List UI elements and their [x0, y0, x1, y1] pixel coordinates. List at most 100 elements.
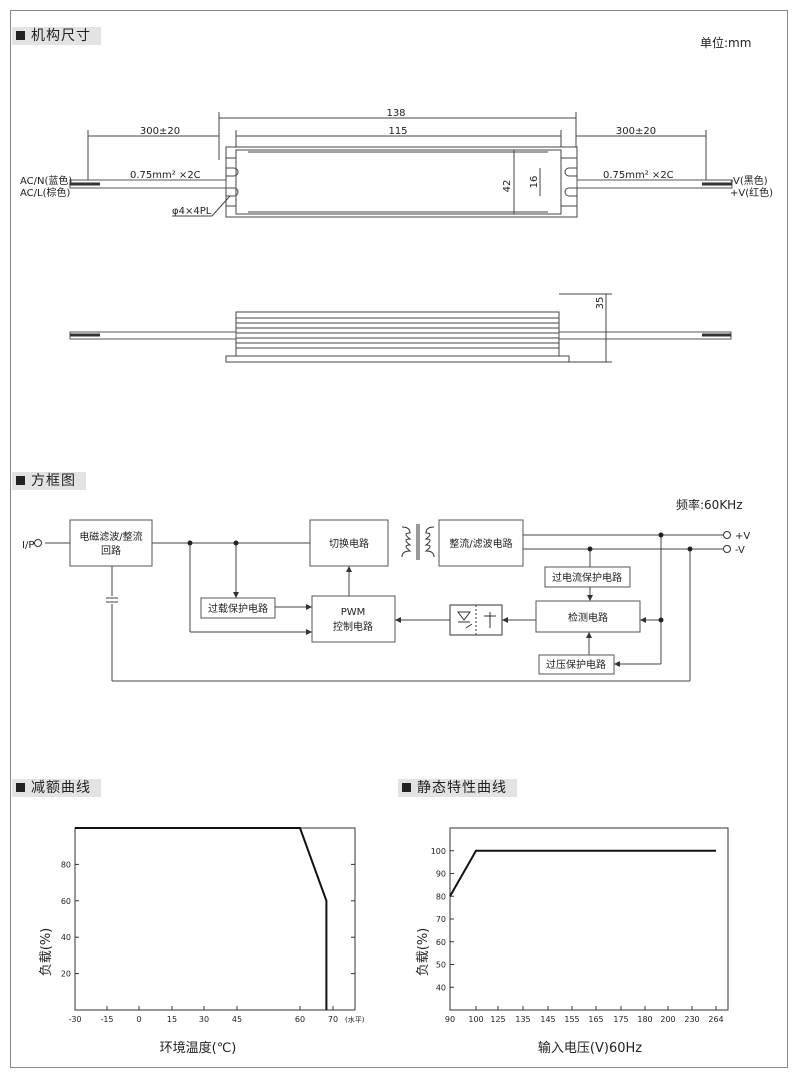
dim-body-length: 115 [388, 126, 407, 137]
x-tick-label: 125 [490, 1015, 505, 1024]
static-plot-area [449, 827, 729, 1011]
label-v-pos: +V(红色) [730, 186, 773, 199]
x-tick-label: 30 [199, 1015, 209, 1024]
x-tick-label: 15 [167, 1015, 177, 1024]
x-tick-label: 0 [136, 1015, 141, 1024]
y-tick-label: 50 [436, 961, 446, 970]
y-tick-label: 40 [61, 933, 71, 942]
input-terminal [34, 539, 42, 547]
x-tick-label: 264 [708, 1015, 723, 1024]
x-tick-label: 175 [613, 1015, 628, 1024]
page-frame [10, 10, 788, 1068]
dim-inner-width: 16 [529, 176, 540, 189]
right-wire-spec: 0.75mm² ×2C [603, 170, 674, 181]
section-header-static: 静态特性曲线 [398, 779, 517, 797]
emi-filter-block [69, 519, 153, 567]
left-wire-spec: 0.75mm² ×2C [130, 170, 201, 181]
dim-right-cable: 300±20 [616, 126, 656, 137]
label-v-neg: -V(黑色) [730, 174, 768, 187]
input-label: I/P [22, 540, 34, 551]
x-tick-label: 60 [295, 1015, 305, 1024]
bullet-square-icon [16, 31, 25, 40]
top-view-cables [69, 179, 733, 189]
x-tick-label: 45 [232, 1015, 242, 1024]
mount-hole-label: φ4×4PL [172, 206, 212, 217]
x-tick-label: 100 [468, 1015, 483, 1024]
derating-line [75, 827, 328, 1010]
pwm-label-1: PWM [341, 607, 366, 618]
section-header-derating: 减额曲线 [12, 779, 101, 797]
x-tick-label: 70 [328, 1015, 338, 1024]
y-tick-label: 80 [61, 860, 71, 869]
x-tick-label: -30 [68, 1015, 81, 1024]
rectifier-block [438, 519, 524, 567]
section-title-block: 方框图 [31, 473, 76, 489]
overload-block [200, 597, 276, 619]
transformer-icon [401, 524, 435, 560]
unit-label: 单位:mm [700, 36, 752, 50]
x-tick-label: 230 [684, 1015, 699, 1024]
switching-block [309, 519, 389, 567]
block-diagram: I/P +V -V 电磁滤波/整流 回路 切换电路 整流/滤波电路 过载保护电路… [22, 519, 750, 682]
overvoltage-block [538, 654, 615, 675]
static-line [449, 849, 716, 897]
vpos-label: +V [735, 531, 750, 542]
y-tick-label: 60 [61, 897, 71, 906]
dim-width: 42 [502, 180, 513, 193]
y-axis-label: 负载(%) [39, 928, 54, 977]
mechanical-drawing: 138 115 300±20 300±20 42 16 0.75mm² ×2C … [20, 108, 773, 363]
section-header-dimensions: 机构尺寸 [12, 27, 101, 45]
pwm-block [311, 595, 396, 643]
y-tick-label: 100 [431, 847, 446, 856]
x-unit-note: (水平) [345, 1015, 365, 1024]
x-tick-label: 180 [637, 1015, 652, 1024]
y-tick-label: 90 [436, 870, 446, 879]
y-tick-label: 70 [436, 915, 446, 924]
detection-block [535, 600, 641, 633]
frequency-label: 频率:60KHz [676, 498, 743, 512]
emi-filter-label-1: 电磁滤波/整流 [79, 530, 142, 543]
top-view-body [225, 146, 578, 218]
x-axis-label: 输入电压(V)60Hz [538, 1040, 642, 1056]
derating-plot-area [74, 827, 356, 1011]
overcurrent-label: 过电流保护电路 [552, 571, 622, 584]
dim-overall-length: 138 [386, 108, 405, 119]
label-ac-n: AC/N(蓝色) [20, 174, 72, 187]
section-header-block-diagram: 方框图 [12, 472, 86, 490]
optocoupler-icon [449, 604, 503, 636]
vneg-label: -V [735, 545, 745, 556]
y-tick-label: 80 [436, 892, 446, 901]
overload-label: 过载保护电路 [208, 602, 268, 615]
x-tick-label: 90 [445, 1015, 455, 1024]
section-title-derating: 减额曲线 [31, 780, 91, 796]
label-ac-l: AC/L(棕色) [20, 186, 70, 199]
bullet-square-icon [16, 476, 25, 485]
pwm-label-2: 控制电路 [333, 620, 373, 633]
section-title-dimensions: 机构尺寸 [31, 28, 91, 44]
vpos-terminal [723, 531, 731, 539]
x-tick-label: 200 [660, 1015, 675, 1024]
block-wires [45, 534, 723, 682]
y-tick-label: 40 [436, 983, 446, 992]
section-title-static: 静态特性曲线 [417, 780, 507, 796]
detection-label: 检测电路 [568, 611, 608, 624]
x-tick-label: 155 [564, 1015, 579, 1024]
x-tick-label: 165 [588, 1015, 603, 1024]
x-tick-label: -15 [100, 1015, 113, 1024]
dim-height: 35 [595, 297, 606, 310]
x-tick-label: 135 [515, 1015, 530, 1024]
side-view-body [69, 311, 732, 363]
overvoltage-label: 过压保护电路 [546, 658, 606, 671]
vneg-terminal [723, 545, 731, 553]
y-tick-label: 60 [436, 938, 446, 947]
switching-label: 切换电路 [329, 537, 369, 550]
y-axis-label: 负载(%) [416, 928, 431, 977]
rectifier-label: 整流/滤波电路 [449, 537, 512, 550]
x-tick-label: 145 [540, 1015, 555, 1024]
y-tick-label: 20 [61, 970, 71, 979]
dim-left-cable: 300±20 [140, 126, 180, 137]
bullet-square-icon [16, 783, 25, 792]
emi-filter-label-2: 回路 [101, 544, 121, 557]
